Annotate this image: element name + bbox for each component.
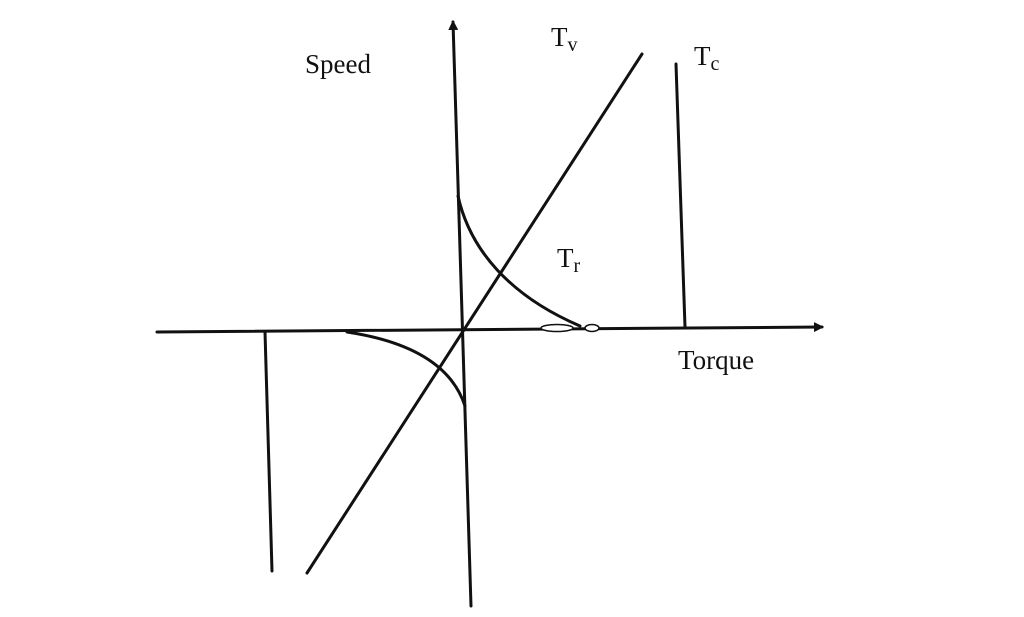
tr-label: Tr xyxy=(557,243,581,277)
viscous-friction-line xyxy=(305,52,644,575)
tv-label: Tv xyxy=(551,22,578,56)
torque-axis xyxy=(155,322,824,334)
tv-label-main: T xyxy=(551,22,568,52)
stribeck-curve-negative xyxy=(345,330,467,408)
stribeck-curve-positive xyxy=(456,194,582,328)
torque-label: Torque xyxy=(678,345,754,375)
axis-marker-long xyxy=(540,323,574,333)
tv-label-sub: v xyxy=(568,34,578,56)
coulomb-friction-line-negative xyxy=(263,330,274,573)
tc-label-sub: c xyxy=(711,53,720,75)
coulomb-friction-line-positive xyxy=(674,62,687,329)
speed-axis xyxy=(448,20,473,608)
tc-label-main: T xyxy=(694,41,711,71)
speed-label: Speed xyxy=(305,49,371,79)
tc-label: Tc xyxy=(694,41,720,75)
tr-label-main: T xyxy=(557,243,574,273)
axis-marker-short xyxy=(584,323,600,333)
tr-label-sub: r xyxy=(574,255,581,277)
